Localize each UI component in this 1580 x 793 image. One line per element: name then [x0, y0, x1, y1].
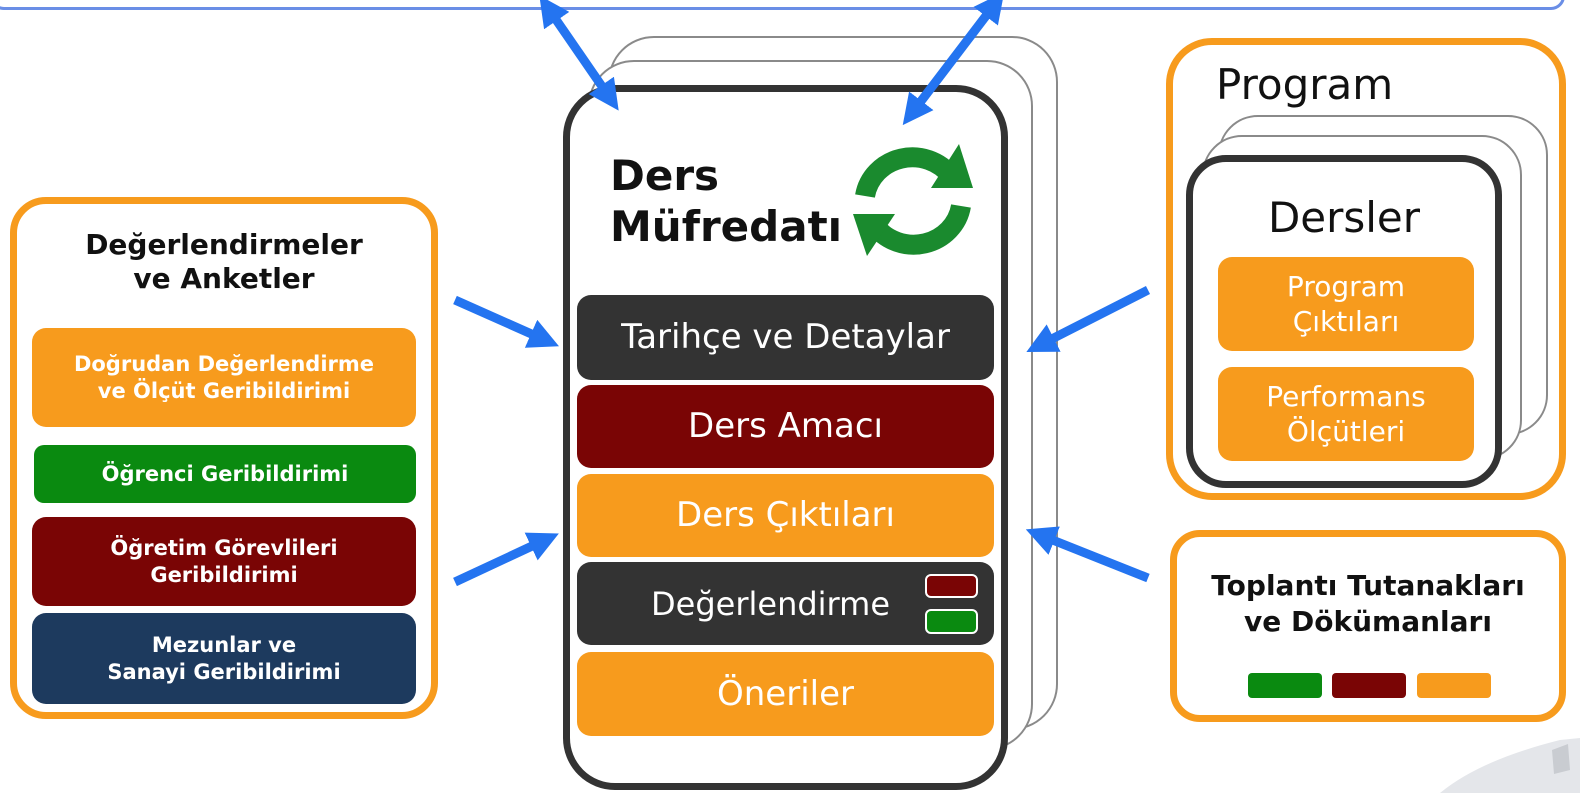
- course-objective-label: Ders Amacı: [688, 406, 883, 447]
- assessment-label: Değerlendirme: [651, 584, 890, 623]
- course-objective-section[interactable]: Ders Amacı: [577, 385, 994, 468]
- arrow-left-lower: [453, 532, 559, 587]
- course-curriculum-title: Ders Müfredatı: [610, 150, 842, 252]
- faculty-feedback-line1: Öğretim Görevlileri: [110, 536, 338, 561]
- top-frame: [0, 0, 1565, 10]
- arrow-left-upper: [453, 295, 559, 348]
- meeting-minutes-line1: Toplantı Tutanakları: [1211, 569, 1525, 602]
- history-details-section[interactable]: Tarihçe ve Detaylar: [577, 295, 994, 380]
- assessment-section[interactable]: Değerlendirme: [577, 562, 994, 645]
- assessments-panel-title: Değerlendirmeler ve Anketler: [10, 228, 438, 295]
- direct-assessment-item[interactable]: Doğrudan Değerlendirme ve Ölçüt Geribild…: [32, 328, 416, 427]
- recommendations-section[interactable]: Öneriler: [577, 652, 994, 736]
- alumni-feedback-line2: Sanayi Geribildirimi: [107, 659, 341, 684]
- performance-criteria-line2: Ölçütleri: [1286, 415, 1406, 448]
- program-panel-title: Program: [1216, 60, 1393, 110]
- assessments-title-line2: ve Anketler: [133, 261, 315, 295]
- alumni-feedback-line1: Mezunlar ve: [151, 633, 297, 658]
- program-outcomes-line2: Çıktıları: [1292, 305, 1400, 338]
- assessments-title-line1: Değerlendirmeler: [85, 228, 363, 261]
- program-outcomes-line1: Program: [1286, 270, 1406, 303]
- meeting-minutes-line2: ve Dökümanları: [1244, 605, 1492, 639]
- student-feedback-label: Öğrenci Geribildirimi: [101, 461, 349, 486]
- course-outcomes-section[interactable]: Ders Çıktıları: [577, 474, 994, 557]
- program-outcomes-item[interactable]: Program Çıktıları: [1218, 257, 1474, 351]
- faculty-feedback-item[interactable]: Öğretim Görevlileri Geribildirimi: [32, 517, 416, 606]
- courses-title-text: Dersler: [1267, 193, 1421, 242]
- corner-decoration: [1440, 738, 1580, 793]
- refresh-cycle-icon: [853, 144, 973, 256]
- assessment-red-swatch: [925, 574, 978, 598]
- student-feedback-item[interactable]: Öğrenci Geribildirimi: [34, 445, 416, 503]
- faculty-feedback-line2: Geribildirimi: [150, 562, 298, 587]
- curriculum-title-line2: Müfredatı: [610, 202, 843, 252]
- meeting-green-swatch: [1248, 673, 1322, 698]
- performance-criteria-item[interactable]: Performans Ölçütleri: [1218, 367, 1474, 461]
- course-outcomes-label: Ders Çıktıları: [676, 495, 895, 536]
- meeting-orange-swatch: [1417, 673, 1491, 698]
- history-details-label: Tarihçe ve Detaylar: [621, 317, 950, 358]
- meeting-minutes-title: Toplantı Tutanakları ve Dökümanları: [1170, 568, 1566, 641]
- courses-title: Dersler: [1186, 193, 1502, 243]
- program-title-text: Program: [1216, 60, 1394, 109]
- curriculum-title-line1: Ders: [610, 151, 720, 200]
- performance-criteria-line1: Performans: [1266, 380, 1426, 413]
- direct-assessment-line1: Doğrudan Değerlendirme: [73, 352, 375, 377]
- assessment-green-swatch: [925, 609, 978, 634]
- direct-assessment-line2: ve Ölçüt Geribildirimi: [97, 378, 351, 403]
- meeting-red-swatch: [1332, 673, 1406, 698]
- recommendations-label: Öneriler: [717, 673, 854, 714]
- alumni-industry-feedback-item[interactable]: Mezunlar ve Sanayi Geribildirimi: [32, 613, 416, 704]
